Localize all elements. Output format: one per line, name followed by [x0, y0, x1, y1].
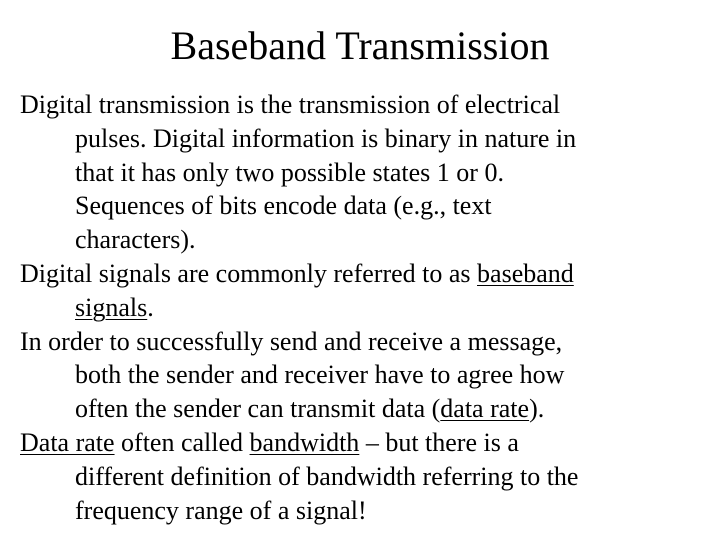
paragraph-line: that it has only two possible states 1 o…	[75, 157, 504, 187]
paragraph-digital-transmission: Digital transmission is the transmission…	[20, 88, 670, 257]
paragraph-bandwidth: Data rate often called bandwidth – but t…	[20, 426, 670, 527]
paragraph-text: Digital signals are commonly referred to…	[20, 258, 478, 288]
paragraph-line: frequency range of a signal!	[75, 495, 367, 525]
term-signals: signals	[75, 292, 148, 322]
paragraph-line: Sequences of bits encode data (e.g., tex…	[75, 191, 492, 221]
term-data-rate: Data rate	[20, 427, 115, 457]
term-baseband: baseband	[477, 258, 574, 288]
paragraph-line: different definition of bandwidth referr…	[75, 461, 579, 491]
slide-body: Digital transmission is the transmission…	[20, 88, 670, 527]
paragraph-line: Digital transmission is the transmission…	[20, 90, 561, 119]
paragraph-text: – but there is a	[359, 427, 519, 457]
term-data-rate: data rate	[440, 394, 530, 424]
paragraph-line: characters).	[75, 225, 196, 255]
paragraph-baseband-signals: Digital signals are commonly referred to…	[20, 257, 670, 325]
slide-title: Baseband Transmission	[170, 23, 550, 68]
paragraph-line: pulses. Digital information is binary in…	[75, 123, 577, 153]
paragraph-data-rate: In order to successfully send and receiv…	[20, 325, 670, 426]
paragraph-line: both the sender and receiver have to agr…	[75, 360, 565, 390]
paragraph-text: ).	[529, 394, 545, 424]
paragraph-text: often the sender can transmit data (	[75, 394, 441, 424]
paragraph-text: .	[147, 292, 154, 322]
paragraph-line: In order to successfully send and receiv…	[20, 326, 563, 356]
term-bandwidth: bandwidth	[249, 427, 360, 457]
paragraph-text: often called	[114, 427, 250, 457]
